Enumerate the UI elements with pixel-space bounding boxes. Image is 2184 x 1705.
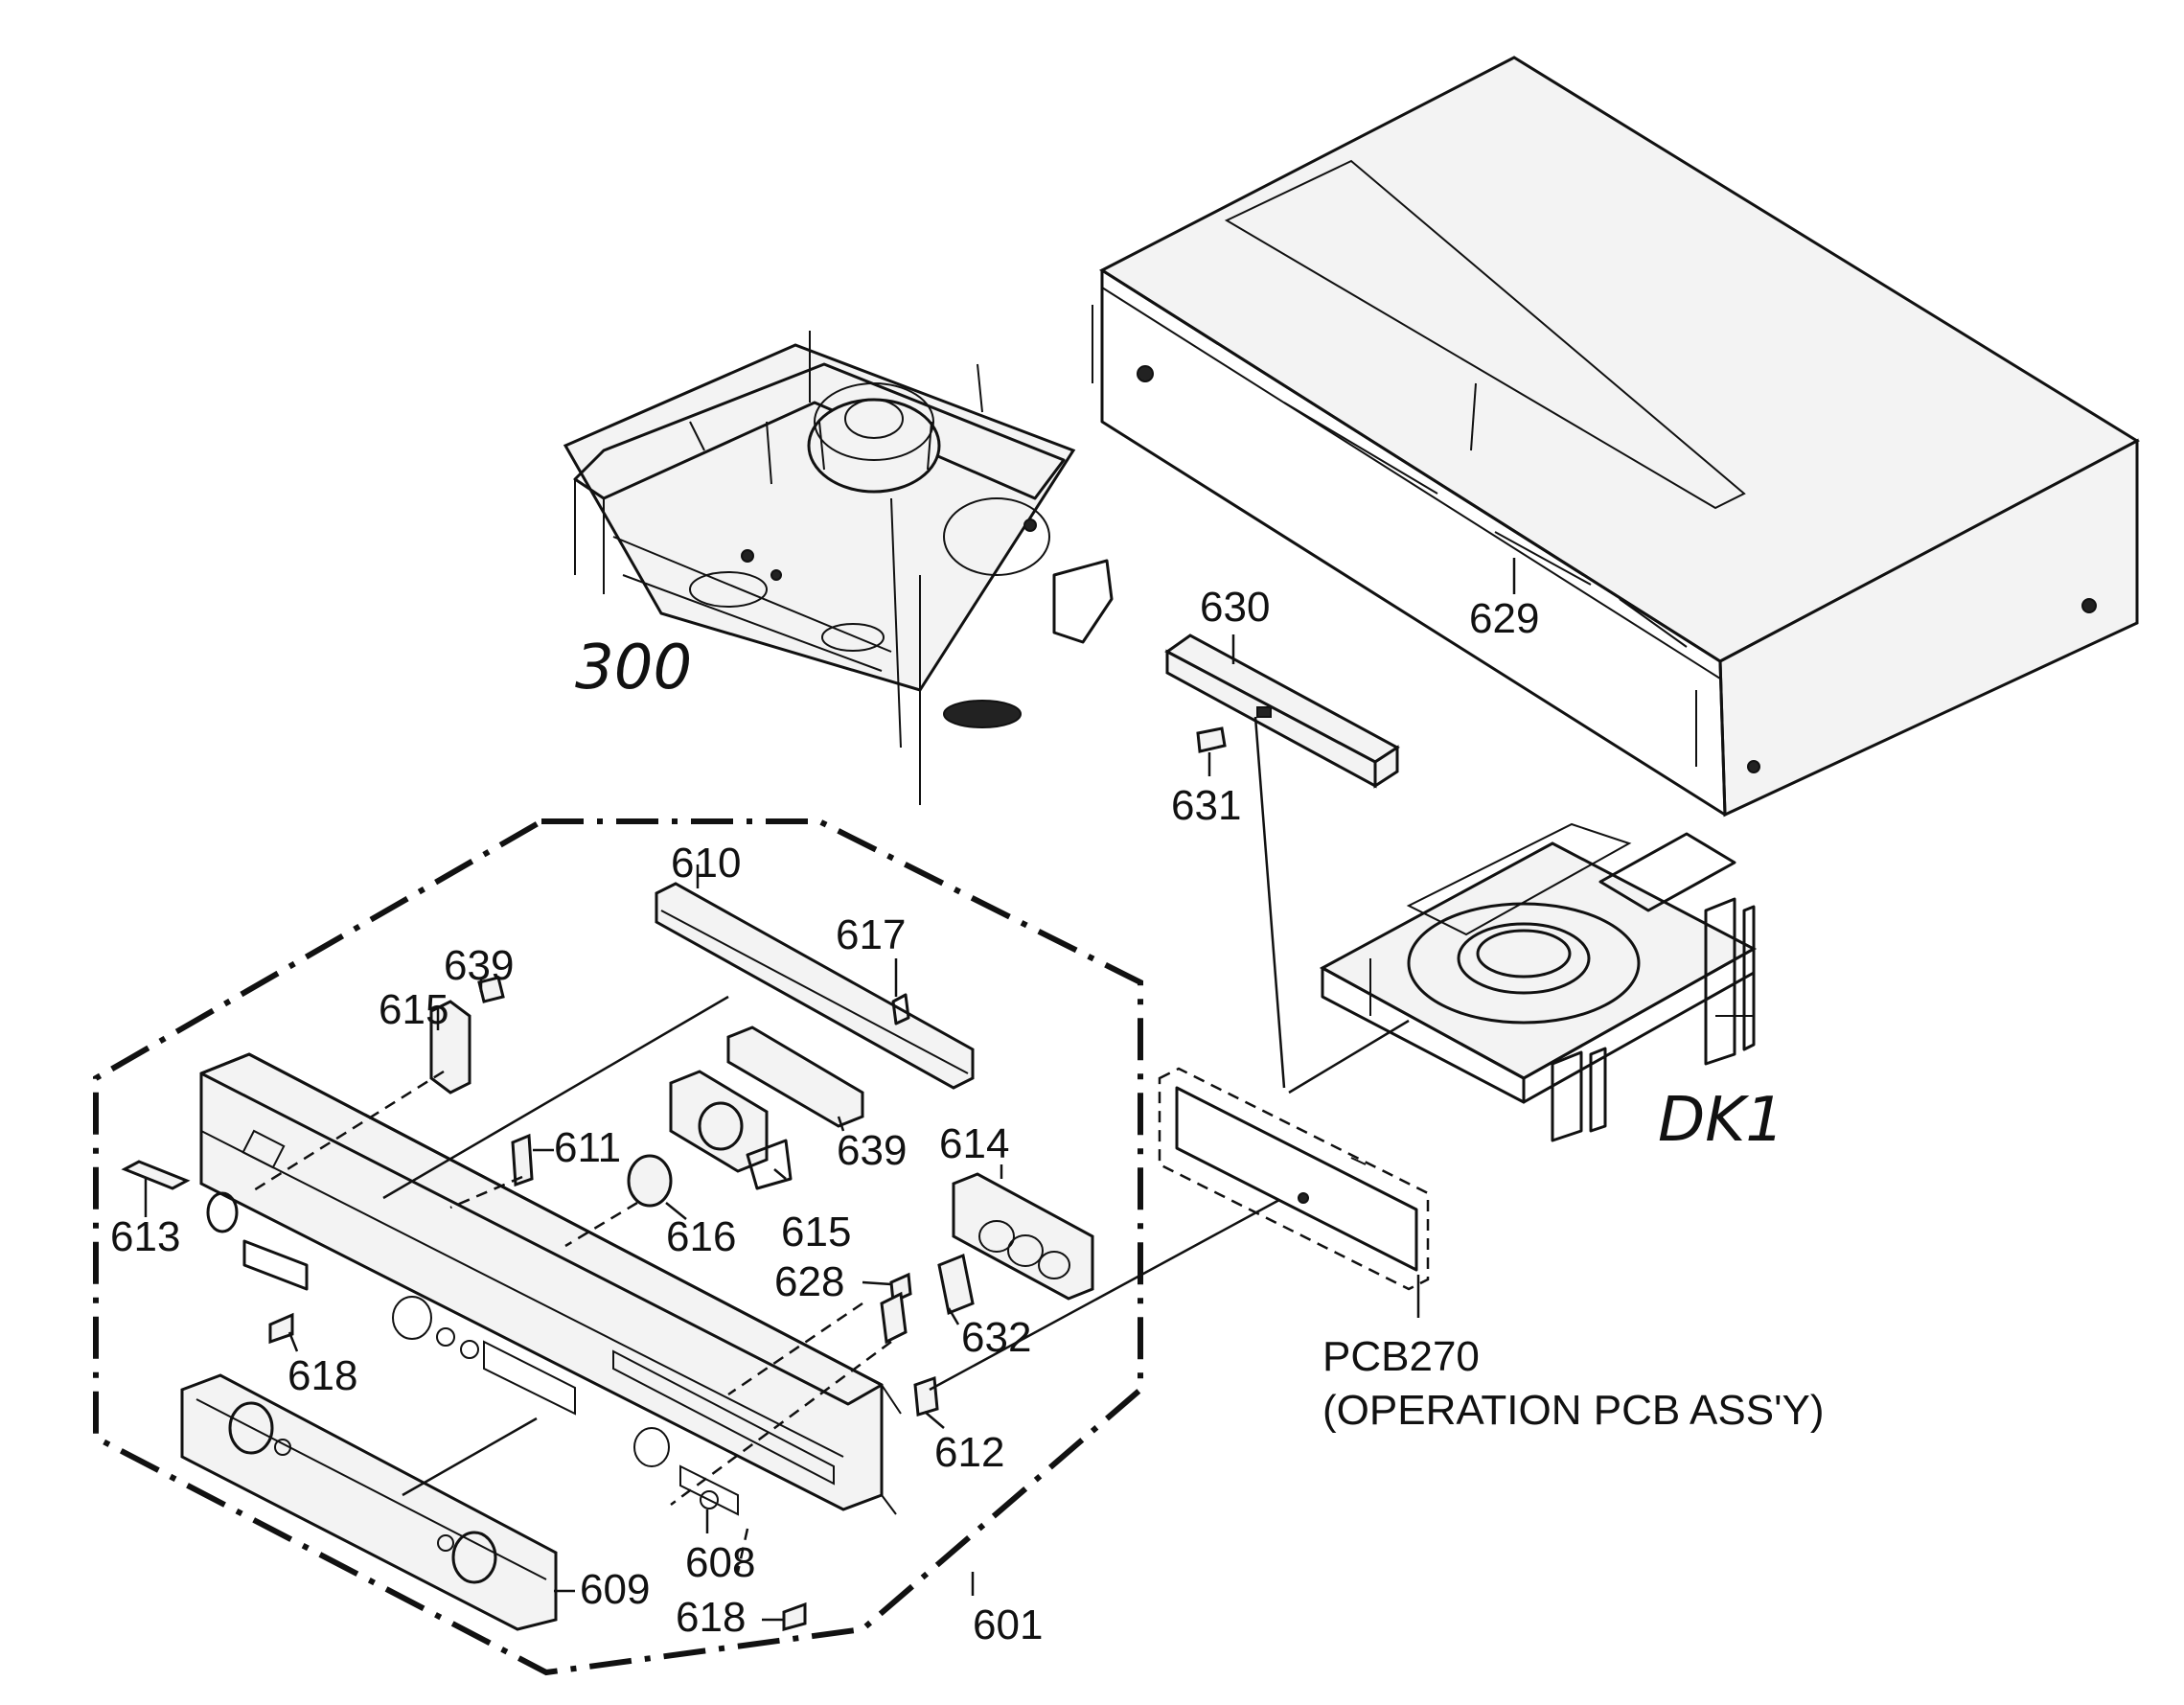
label-618-lower: 618 [676, 1594, 746, 1641]
operation-pcb-270 [1158, 1067, 1430, 1291]
label-300: 300 [575, 633, 692, 703]
label-609: 609 [580, 1566, 650, 1613]
label-630: 630 [1200, 584, 1270, 631]
front-panel-assembly-601 [93, 818, 1143, 1676]
assembly-lines [248, 716, 1410, 1573]
label-615-lower: 615 [781, 1209, 851, 1256]
front-bracket-630 [1164, 634, 1400, 789]
label-639-upper: 639 [444, 942, 514, 989]
label-639-center: 639 [837, 1127, 907, 1174]
label-616: 616 [666, 1213, 736, 1260]
label-618-upper: 618 [287, 1352, 357, 1399]
label-dk1: DK1 [1658, 1085, 1784, 1156]
top-cover-629 [1092, 56, 2141, 818]
label-615-upper: 615 [379, 986, 448, 1033]
label-631: 631 [1171, 782, 1241, 829]
label-613: 613 [110, 1213, 180, 1260]
label-pcb270: PCB270 [1322, 1333, 1480, 1380]
label-608: 608 [685, 1539, 755, 1586]
label-632: 632 [961, 1314, 1031, 1361]
part-631 [1196, 726, 1227, 753]
dvd-loader-dk1 [1319, 822, 1758, 1142]
label-611: 611 [554, 1124, 621, 1171]
label-612: 612 [934, 1429, 1004, 1476]
label-614: 614 [939, 1120, 1009, 1167]
label-629: 629 [1469, 595, 1539, 642]
label-601: 601 [973, 1601, 1043, 1648]
label-628: 628 [774, 1258, 844, 1305]
part-labels: 300 629 630 631 DK1 610 617 639 615 611 … [110, 584, 1824, 1648]
label-617: 617 [836, 911, 906, 958]
vcr-mechanism-300 [563, 331, 1114, 805]
label-610: 610 [671, 840, 741, 887]
callout-leaders [144, 558, 1516, 1622]
label-pcb270-desc: (OPERATION PCB ASS'Y) [1322, 1387, 1824, 1434]
